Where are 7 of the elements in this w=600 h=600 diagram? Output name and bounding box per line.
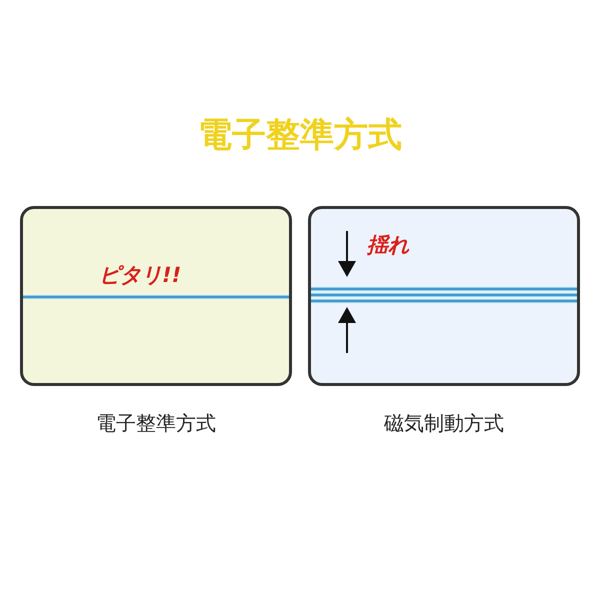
panel-caption: 電子整準方式: [96, 411, 216, 435]
annotation-text: ピタリ!!: [99, 262, 182, 289]
panel-caption: 磁気制動方式: [384, 411, 504, 435]
screen-panel: [20, 206, 292, 386]
title: 電子整準方式: [198, 115, 402, 155]
screen-panel: [308, 206, 580, 386]
annotation-text: 揺れ: [367, 232, 409, 259]
